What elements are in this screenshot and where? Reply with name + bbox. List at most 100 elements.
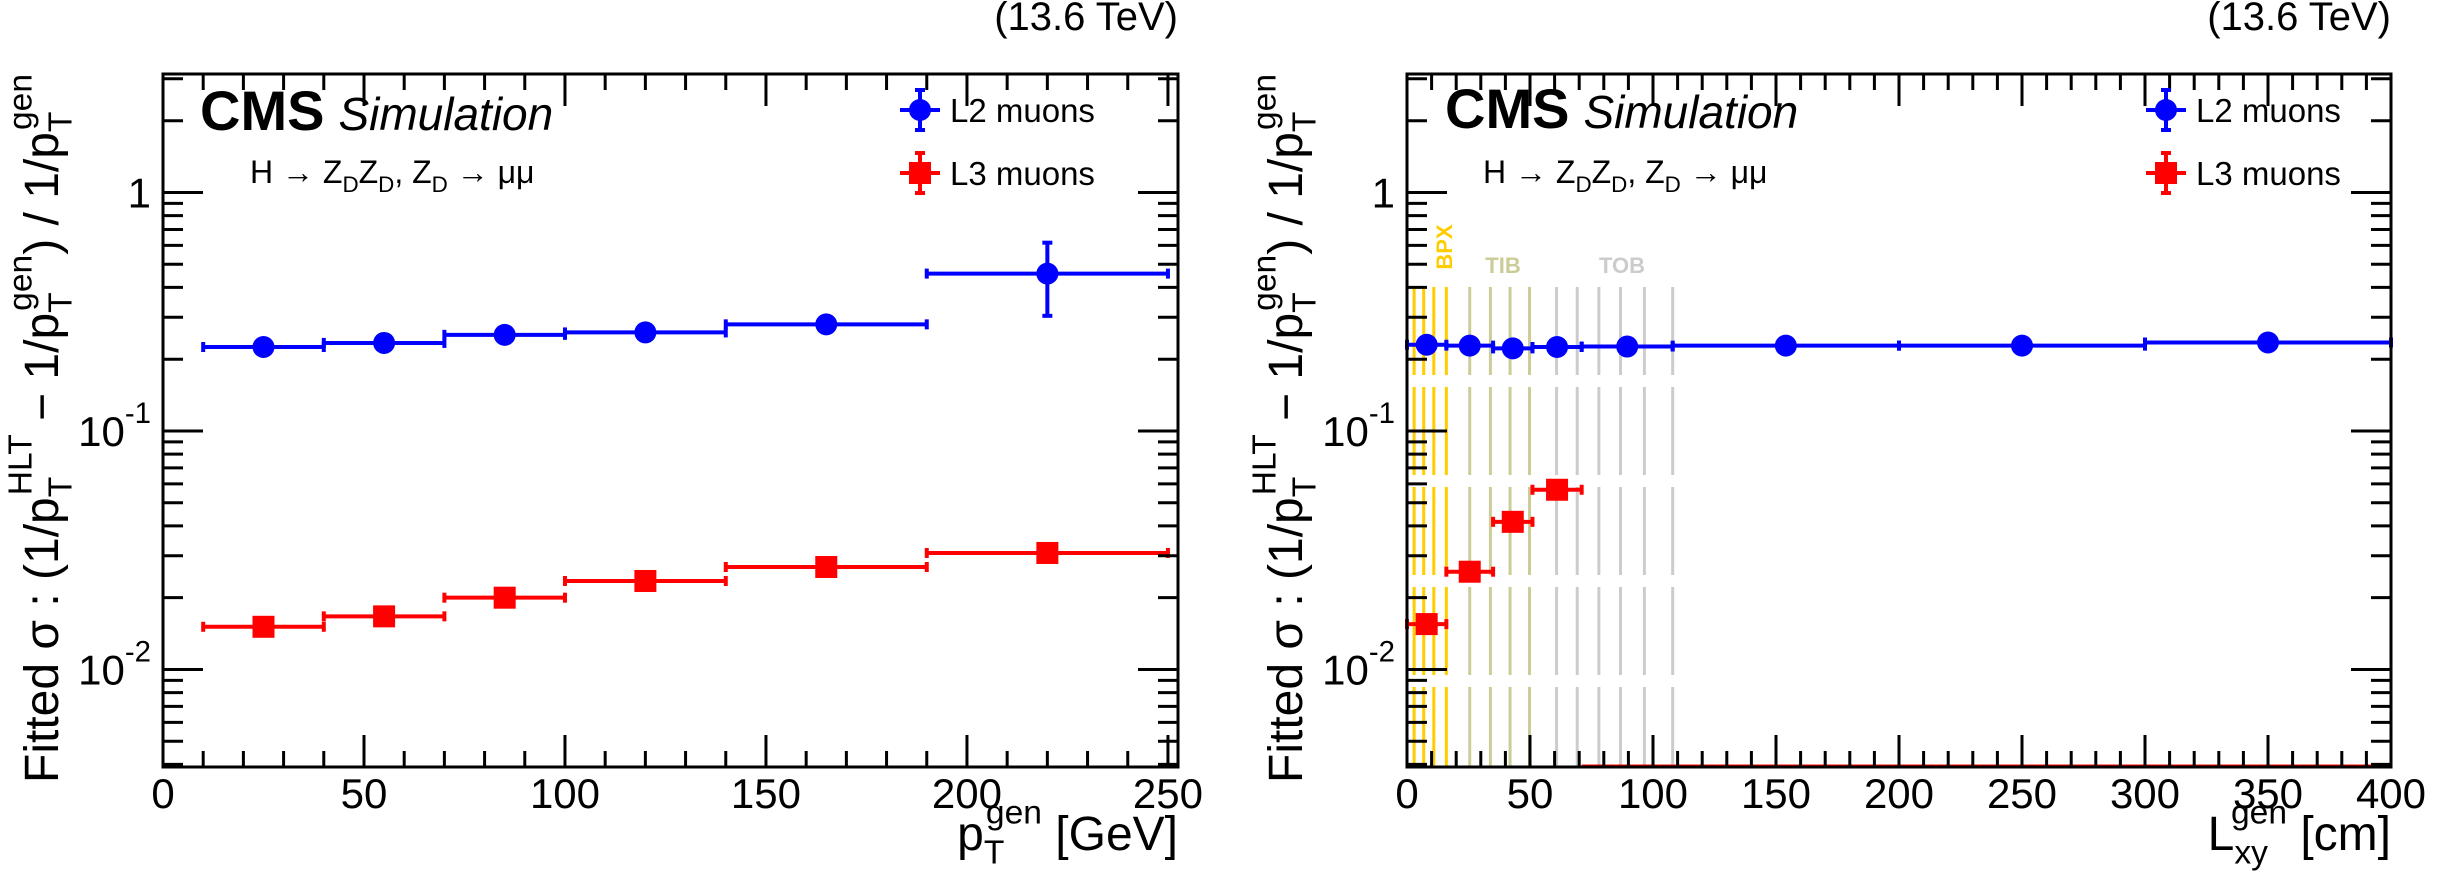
legend-circle-marker	[909, 99, 931, 121]
data-point	[1036, 262, 1059, 285]
text-part: HLT	[3, 434, 40, 495]
data-point	[1501, 510, 1524, 533]
legend-marker-l2	[2146, 88, 2186, 132]
series-l2-muons	[1405, 331, 2393, 360]
text-part: -1	[125, 397, 151, 430]
data-point	[493, 586, 516, 609]
legend-label-l3: L3 muons	[2196, 155, 2341, 192]
legend-label-l3: L3 muons	[950, 155, 1095, 192]
data-point	[2257, 331, 2279, 354]
x-tick-label: 100	[530, 770, 600, 817]
text-part: 10	[1322, 408, 1369, 455]
text-part: D	[1575, 172, 1591, 197]
x-tick-label: 0	[151, 770, 174, 817]
data-point	[252, 615, 275, 638]
x-axis-title: Lxygen [cm]	[2208, 795, 2391, 872]
x-tick-label: 200	[1864, 770, 1934, 817]
cms-label: CMS Simulation	[1445, 77, 1798, 140]
text-part: ) / 1/p	[16, 132, 69, 255]
x-tick-label: 350	[2233, 770, 2303, 817]
text-part: ) / 1/p	[1260, 132, 1313, 255]
data-point	[1458, 560, 1481, 583]
series-l2-muons	[201, 240, 1170, 359]
legend-marker-l2	[900, 88, 940, 132]
data-point	[815, 555, 838, 578]
x-tick-label: 50	[1507, 770, 1554, 817]
cms-text: CMS	[1445, 77, 1569, 140]
plot-marks	[1405, 331, 2393, 768]
text-part: H → Z	[250, 154, 342, 190]
text-part: -2	[1369, 635, 1395, 668]
text-part: , Z	[1627, 154, 1664, 190]
text-part: 10	[78, 408, 125, 455]
text-part: , Z	[394, 154, 431, 190]
detector-label-tob: TOB	[1599, 253, 1645, 278]
detector-label-tib: TIB	[1485, 253, 1520, 278]
text-part: L	[2208, 808, 2235, 861]
y-tick-label: 10-2	[1322, 635, 1395, 693]
legend-marker-l3	[900, 151, 940, 195]
data-point	[1501, 337, 1524, 360]
text-part: → μμ	[448, 154, 535, 190]
x-tick-label: 250	[1987, 770, 2057, 817]
text-part: 10	[78, 646, 125, 693]
data-point	[2011, 334, 2033, 357]
series-l3-muons	[1405, 478, 2391, 768]
text-part: Z	[359, 154, 379, 190]
simulation-text: Simulation	[338, 88, 553, 140]
legend-label-l2: L2 muons	[950, 92, 1095, 129]
data-point	[1036, 541, 1059, 564]
y-tick-label: 1	[128, 170, 151, 217]
text-part: T	[42, 112, 79, 133]
detector-layers	[1412, 287, 1675, 767]
x-tick-label: 100	[1618, 770, 1688, 817]
data-point	[634, 321, 657, 344]
text-part: D	[1611, 172, 1627, 197]
data-point	[493, 323, 516, 346]
text-part: gen	[1247, 74, 1284, 130]
text-part: gen	[2231, 795, 2287, 832]
y-tick-label: 10-1	[1322, 397, 1395, 455]
simulation-text: Simulation	[1583, 86, 1798, 138]
y-tick-label: 10-2	[78, 635, 151, 693]
text-part: D	[342, 172, 358, 197]
plot-marks	[201, 240, 1170, 638]
legend-circle-marker	[2155, 99, 2177, 121]
text-part: 10	[1322, 646, 1369, 693]
text-part: gen	[1247, 255, 1284, 311]
text-part: [cm]	[2287, 808, 2391, 861]
x-tick-label: 0	[1395, 770, 1418, 817]
text-part: → μμ	[1681, 154, 1768, 190]
text-part: T	[1286, 112, 1323, 133]
text-part: Fitted σ : (1/p	[1260, 497, 1313, 783]
process-label: H → ZDZD, ZD → μμ	[1483, 154, 1767, 197]
text-part: T	[1286, 292, 1323, 313]
text-part: Z	[1592, 154, 1612, 190]
data-point	[634, 569, 657, 592]
legend-marker-l3	[2146, 151, 2186, 195]
x-tick-label: 400	[2356, 770, 2426, 817]
legend-square-marker	[909, 162, 931, 184]
data-point	[1616, 335, 1639, 358]
energy-label: (13.6 TeV)	[2207, 0, 2391, 39]
text-part: D	[1665, 172, 1681, 197]
x-tick-label: 150	[731, 770, 801, 817]
x-tick-label: 300	[2110, 770, 2180, 817]
text-part: 1	[1372, 170, 1395, 217]
plot-frame	[161, 72, 1180, 769]
data-point	[373, 605, 396, 628]
text-part: T	[42, 292, 79, 313]
text-part: gen	[3, 74, 40, 130]
data-point	[1774, 334, 1797, 357]
text-part: xy	[2234, 834, 2268, 871]
y-axis-title: Fitted σ : (1/pTHLT − 1/pTgen) / 1/pTgen	[1247, 74, 1324, 783]
x-tick-label: 200	[932, 770, 1002, 817]
data-point	[1546, 336, 1569, 359]
legend-label-l2: L2 muons	[2196, 92, 2341, 129]
text-part: Fitted σ : (1/p	[16, 497, 69, 783]
data-point	[1458, 334, 1481, 357]
text-part: − 1/p	[16, 313, 69, 434]
data-point	[252, 336, 275, 359]
